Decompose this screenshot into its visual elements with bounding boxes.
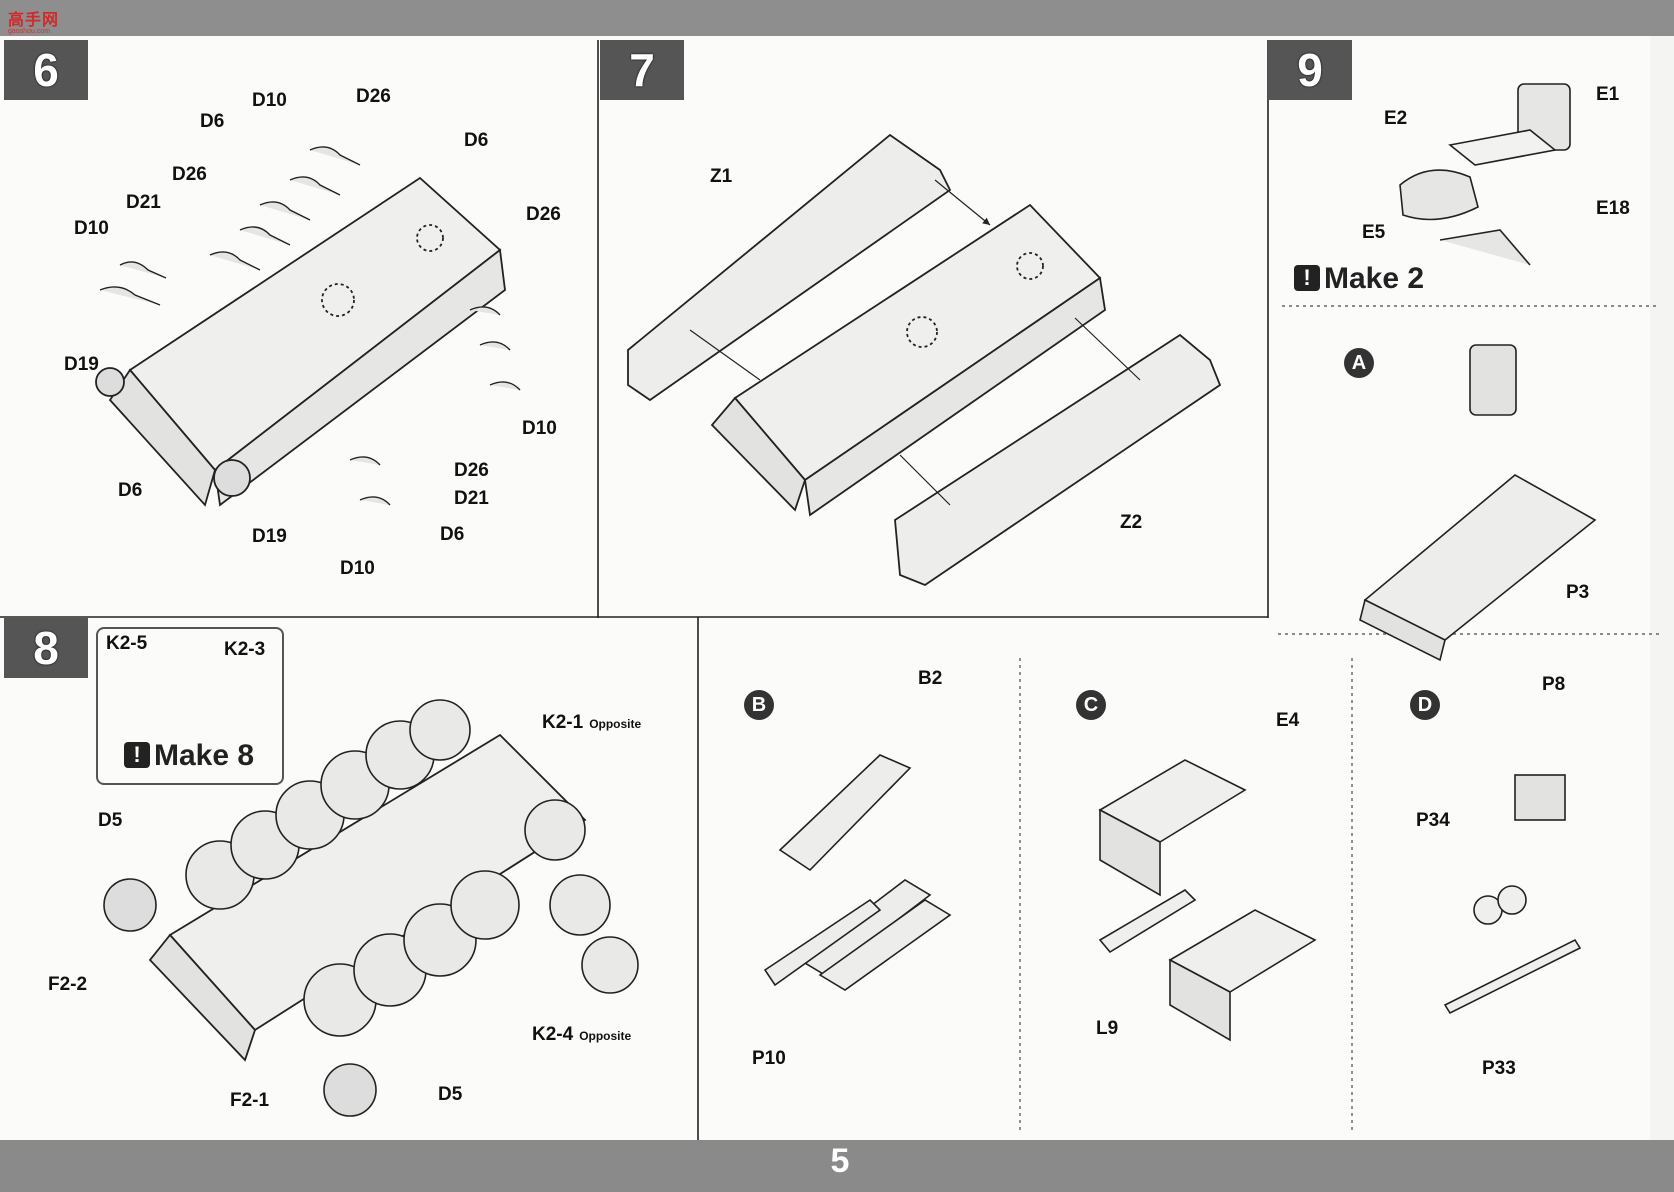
top-band bbox=[0, 0, 1674, 36]
bottom-band bbox=[0, 1140, 1674, 1192]
logo-text: 高手网 bbox=[8, 12, 60, 29]
sub-c-label-e4: E4 bbox=[1276, 710, 1300, 731]
sub-b-marker: B bbox=[744, 690, 774, 720]
s6-label: D19 bbox=[64, 354, 99, 375]
s7-label-z2: Z2 bbox=[1120, 512, 1143, 533]
s6-label: D10 bbox=[74, 218, 109, 239]
s9-label-e1: E1 bbox=[1596, 84, 1620, 105]
step-9-badge: 9 bbox=[1268, 40, 1352, 100]
sub-c-label-l9: L9 bbox=[1096, 1018, 1119, 1039]
sub-d-gauges bbox=[1443, 774, 1582, 1015]
step8-wheels bbox=[103, 699, 639, 1117]
s7-label-z1: Z1 bbox=[710, 166, 733, 187]
s6-label: D26 bbox=[454, 460, 489, 481]
step-6-badge: 6 bbox=[4, 40, 88, 100]
s6-label: D26 bbox=[526, 204, 561, 225]
s6-label: D10 bbox=[340, 558, 375, 579]
s6-label: D21 bbox=[454, 488, 489, 509]
s6-label: D26 bbox=[172, 164, 207, 185]
step6-hull bbox=[95, 176, 506, 507]
inset-make-note: !Make 8 bbox=[124, 739, 254, 773]
page-number: 5 bbox=[830, 1142, 850, 1180]
s9-label-e2: E2 bbox=[1384, 108, 1408, 129]
warning-icon: ! bbox=[1294, 265, 1320, 291]
step-7-badge: 7 bbox=[600, 40, 684, 100]
step8-hull bbox=[148, 733, 587, 1062]
s8-label-f2-2: F2-2 bbox=[48, 974, 88, 995]
s6-label: D6 bbox=[200, 111, 225, 132]
inset-label-k2-3: K2-3 bbox=[224, 639, 266, 660]
warning-icon: ! bbox=[124, 742, 150, 768]
s9-make-note: !Make 2 bbox=[1294, 262, 1424, 296]
s8-label-f2-1: F2-1 bbox=[230, 1090, 270, 1111]
sub-b-label-p10: P10 bbox=[752, 1048, 786, 1069]
s6-label: D10 bbox=[252, 90, 287, 111]
sub-b-shells bbox=[763, 754, 952, 991]
s6-label: D10 bbox=[522, 418, 557, 439]
s6-label: D6 bbox=[464, 130, 489, 151]
sub-d-label-p34: P34 bbox=[1416, 810, 1450, 831]
step9-sub-a bbox=[1359, 344, 1597, 662]
sub-c-batteries bbox=[1098, 759, 1317, 1042]
sub-c-marker: C bbox=[1076, 690, 1106, 720]
inset-label-k2-5: K2-5 bbox=[106, 633, 148, 654]
step-8-badge: 8 bbox=[4, 618, 88, 678]
s6-label: D6 bbox=[440, 524, 465, 545]
s9-label-p3: P3 bbox=[1566, 582, 1590, 603]
sub-d-label-p33: P33 bbox=[1482, 1058, 1516, 1079]
step8-inset: K2-5 K2-3 !Make 8 bbox=[96, 627, 284, 785]
s6-label: D21 bbox=[126, 192, 161, 213]
s6-label: D19 bbox=[252, 526, 287, 547]
step6-arms bbox=[99, 146, 521, 506]
s8-label-d5: D5 bbox=[98, 810, 123, 831]
step7-hull bbox=[627, 133, 1222, 587]
logo-url: gaoshou.com bbox=[8, 28, 51, 35]
s9-label-e5: E5 bbox=[1362, 222, 1386, 243]
s8-label-d5-2: D5 bbox=[438, 1084, 463, 1105]
step9-seat bbox=[1399, 83, 1571, 266]
s6-label: D26 bbox=[356, 86, 391, 107]
sub-d-marker: D bbox=[1410, 690, 1440, 720]
sub-b-label-b2: B2 bbox=[918, 668, 943, 689]
site-logo: 高手网 gaoshou.com bbox=[8, 6, 72, 35]
s9-label-e18: E18 bbox=[1596, 198, 1630, 219]
sub-a-marker: A bbox=[1344, 348, 1374, 378]
s6-label: D6 bbox=[118, 480, 143, 501]
sub-d-label-p8: P8 bbox=[1542, 674, 1566, 695]
